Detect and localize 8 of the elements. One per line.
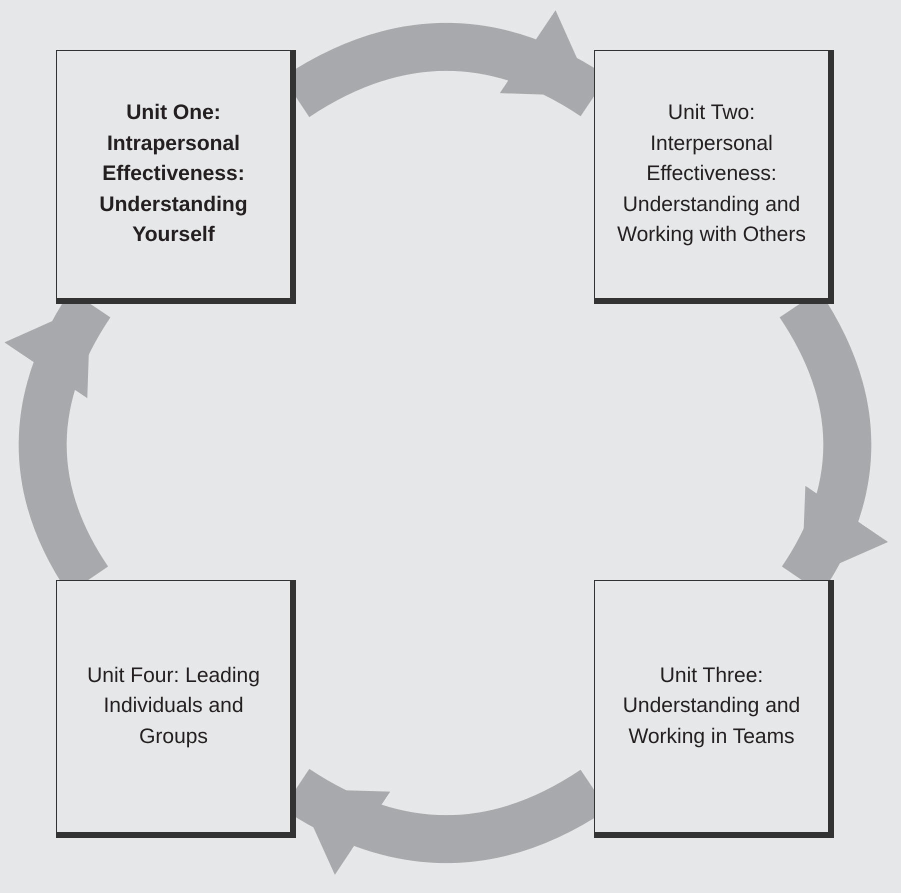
- unit-title: Unit One: Intrapersonal Effectiveness: Understanding Yourself: [98, 100, 249, 248]
- unit-title: Unit Three: Understanding and Working in Teams: [622, 662, 802, 750]
- unit-box: [594, 580, 834, 838]
- unit-box: [594, 50, 834, 304]
- unit-title: Unit Two: Interpersonal Effectiveness: Understanding and Working with Others: [616, 100, 807, 248]
- unit-box: [56, 580, 296, 838]
- unit-title: Unit Four: Leading Individuals and Groups: [86, 662, 261, 750]
- unit-box: [56, 50, 296, 304]
